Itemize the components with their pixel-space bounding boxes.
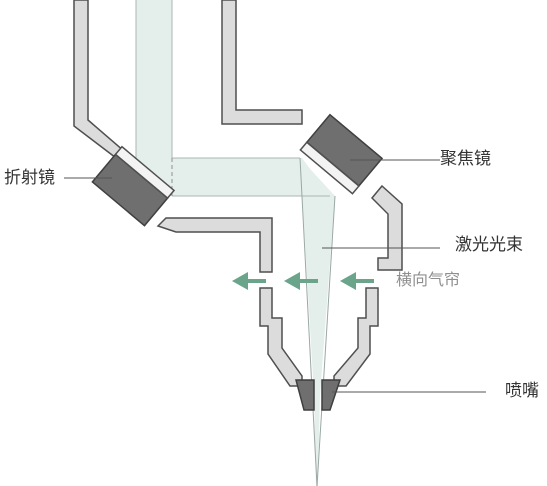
focused-beam-cone: [300, 158, 335, 486]
horizontal-beam: [136, 158, 330, 196]
air-arrow-left: [232, 272, 266, 290]
left-outer-wall: [73, 0, 134, 165]
nozzle-right-wall: [333, 287, 379, 387]
focusing-mirror-surface: [299, 141, 360, 195]
label-laser-beam: 激光光束: [455, 235, 523, 255]
right-upper-wall: [221, 0, 303, 125]
focused-beam-edge-right: [316, 195, 336, 486]
nozzle-left-wall: [259, 287, 303, 387]
air-curtain-arrows: [232, 272, 374, 290]
folding-mirror-surface: [114, 145, 176, 200]
left-lower-wall: [156, 217, 273, 273]
focusing-mirror: [299, 113, 384, 195]
leader-lines: [64, 159, 486, 393]
air-arrow-right: [340, 272, 374, 290]
laser-beam: [135, 0, 336, 486]
focused-beam-edge-left: [299, 157, 318, 486]
label-nozzle: 喷嘴: [505, 381, 539, 401]
label-cross-air-curtain: 横向气帘: [396, 270, 461, 289]
label-focusing-mirror: 聚焦镜: [440, 149, 491, 169]
air-arrow-center: [284, 272, 318, 290]
nozzle-tip-right: [321, 379, 342, 411]
right-side-wall: [370, 184, 403, 271]
nozzle-tip-left: [295, 379, 315, 411]
label-folding-mirror: 折射镜: [4, 168, 55, 188]
nozzle-tip: [295, 379, 342, 411]
folding-mirror: [91, 145, 176, 227]
